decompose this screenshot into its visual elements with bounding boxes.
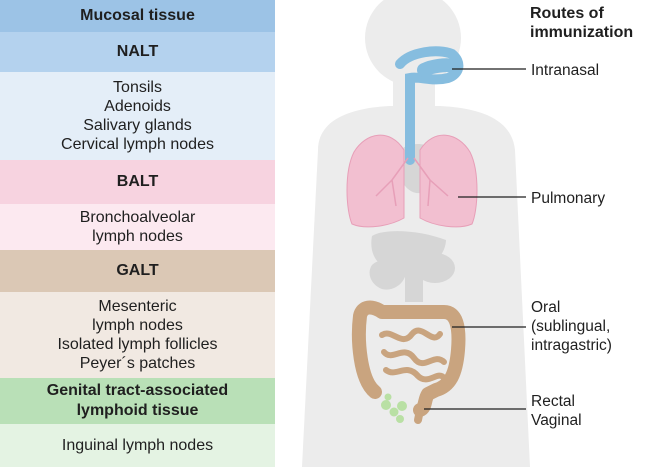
routes-title-line: immunization	[530, 24, 634, 41]
mucosal-tissue-table: Mucosal tissue NALT Tonsils Adenoids Sal…	[0, 0, 275, 467]
intranasal-label: Intranasal	[531, 62, 600, 79]
mucosal-tissue-header: Mucosal tissue	[0, 0, 275, 32]
intestines	[351, 300, 466, 424]
rectal-label: Rectal	[531, 393, 575, 410]
genital-tract-header: Genital tract-associated lymphoid tissue	[0, 378, 275, 424]
galt-header: GALT	[0, 250, 275, 292]
routes-title: Routes of immunization	[530, 4, 633, 42]
inguinal-lymph-nodes	[381, 393, 407, 423]
galt-title: GALT	[116, 262, 159, 279]
list-item: Salivary glands	[83, 117, 192, 134]
balt-header: BALT	[0, 160, 275, 204]
genital-tract-body: Inguinal lymph nodes	[0, 424, 275, 467]
rectal-vaginal-label: Rectal Vaginal	[531, 392, 582, 430]
nalt-body: Tonsils Adenoids Salivary glands Cervica…	[0, 72, 275, 160]
list-item: Cervical lymph nodes	[61, 136, 214, 153]
internal-organs	[369, 144, 455, 302]
lungs	[346, 134, 478, 228]
nalt-header: NALT	[0, 32, 275, 72]
list-item: Adenoids	[104, 98, 171, 115]
nalt-title: NALT	[116, 43, 159, 60]
galt-body: Mesenteric lymph nodes Isolated lymph fo…	[0, 292, 275, 378]
vaginal-label: Vaginal	[531, 412, 582, 429]
list-item: Inguinal lymph nodes	[61, 437, 214, 454]
list-item: Isolated lymph follicles	[57, 336, 218, 353]
list-item: Tonsils	[113, 79, 162, 96]
mucosal-tissue-title: Mucosal tissue	[80, 7, 195, 24]
oral-label-line: (sublingual,	[531, 318, 611, 335]
list-item: lymph nodes	[92, 317, 183, 334]
balt-body: Bronchoalveolar lymph nodes	[0, 204, 275, 250]
pulmonary-label: Pulmonary	[531, 190, 606, 207]
body-illustration	[302, 0, 530, 467]
oral-label-line: Oral	[531, 299, 561, 316]
oral-label-line: intragastric)	[531, 337, 612, 354]
oral-label: Oral (sublingual, intragastric)	[531, 298, 612, 355]
list-item: Peyer´s patches	[79, 355, 196, 372]
genital-tract-title-line: lymphoid tissue	[76, 402, 199, 419]
leader-lines	[424, 68, 526, 410]
genital-tract-title-line: Genital tract-associated	[46, 382, 229, 399]
balt-title: BALT	[116, 173, 159, 190]
list-item: Mesenteric	[98, 298, 177, 315]
list-item: lymph nodes	[92, 228, 183, 245]
list-item: Bronchoalveolar	[79, 209, 196, 226]
routes-title-line: Routes of	[530, 5, 604, 22]
